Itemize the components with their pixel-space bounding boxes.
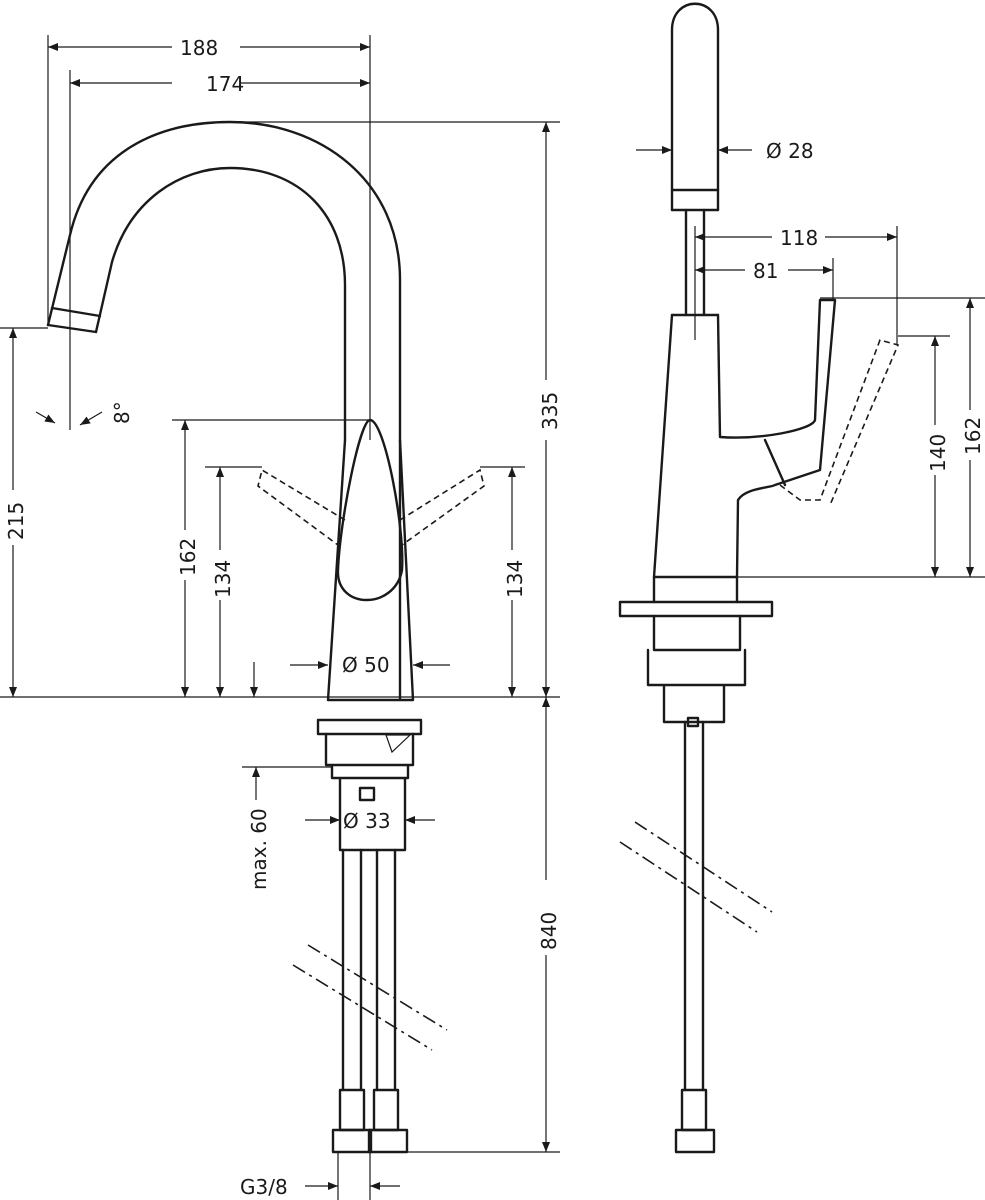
dim-134-right: 134 [503,560,527,598]
dim-174: 174 [206,72,244,96]
lever [336,418,404,602]
spout-tip [46,306,102,334]
faucet-body [326,438,415,702]
dim-angle-8: 8° [110,401,134,424]
front-view: 188 174 335 215 8° 162 134 134 Ø 50 max.… [0,35,562,1200]
side-lever-alt [779,339,900,506]
dim-diameter-33: Ø 33 [343,809,391,833]
dim-81: 81 [753,259,778,283]
dim-diameter-28: Ø 28 [766,139,814,163]
dim-840: 840 [537,912,561,950]
dim-335: 335 [538,392,562,430]
supply-hose-right [375,848,397,1092]
dim-diameter-50: Ø 50 [342,653,390,677]
base-flange [316,718,423,736]
side-body [652,298,837,579]
dim-188: 188 [180,36,218,60]
lever-alt-right [399,468,485,546]
side-view: Ø 28 118 81 140 162 [618,2,985,1154]
pullout-head [670,2,720,212]
lever-alt-left [257,468,346,546]
dim-118: 118 [780,226,818,250]
dim-162-side: 162 [961,417,985,455]
spout-inner [94,166,347,442]
spout-outer [46,120,402,702]
side-supply-hose [683,720,705,1092]
dim-134-left: 134 [211,560,235,598]
dim-max-60: max. 60 [247,808,271,890]
hose-neck [684,208,706,317]
side-lever [763,438,787,487]
dim-thread-g38: G3/8 [240,1175,288,1199]
side-base-flange [618,600,774,618]
dim-162: 162 [176,538,200,576]
supply-hose-left [341,848,363,1092]
dim-215: 215 [4,502,28,540]
dim-140: 140 [926,434,950,472]
